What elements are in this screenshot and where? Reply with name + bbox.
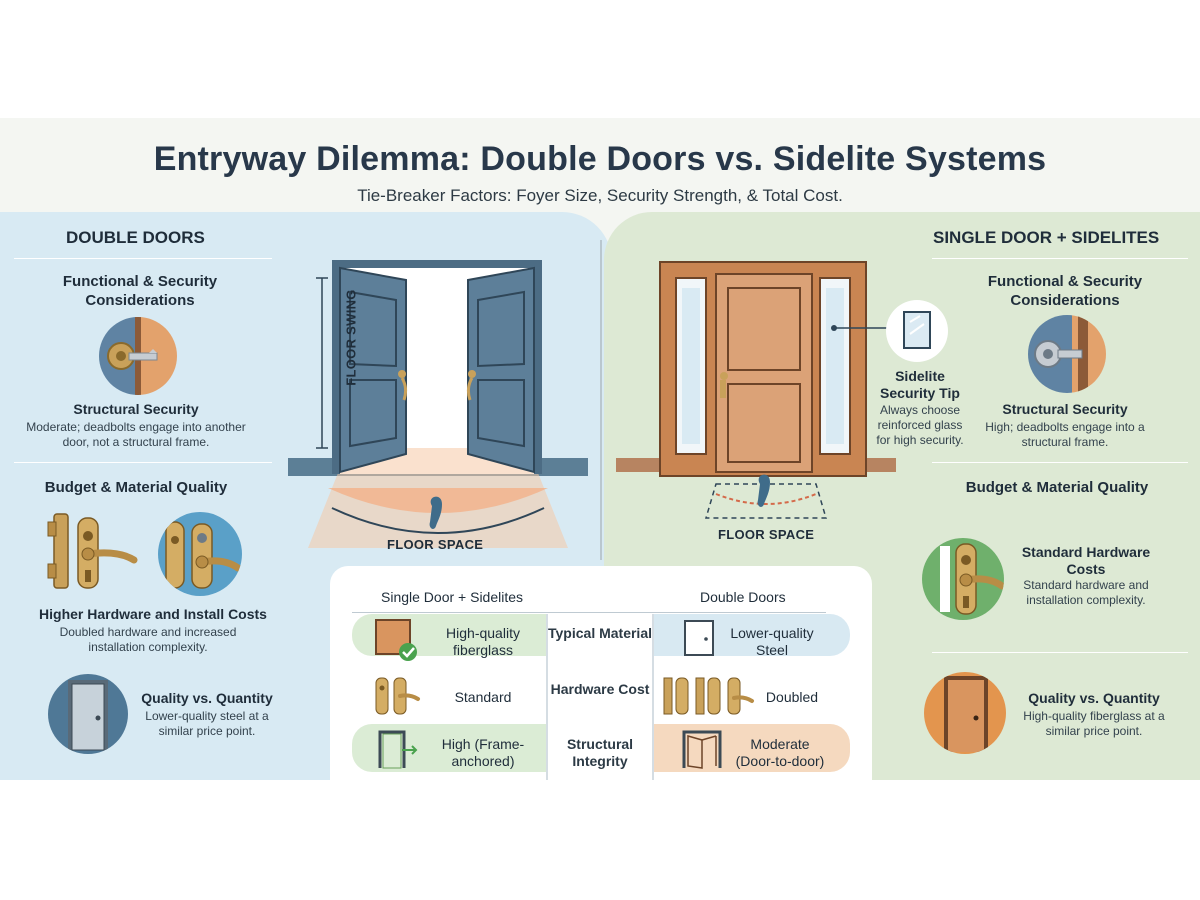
page-title: Entryway Dilemma: Double Doors vs. Sidel… [153,140,1047,178]
deadbolt-key-icon [99,317,177,395]
floor-space-label-left: FLOOR SPACE [387,537,484,552]
steel-door-icon [48,674,128,754]
divider [932,462,1188,463]
right-functional-heading: Functional & Security Considerations [987,273,1143,309]
fiberglass-door-icon [924,672,1006,754]
row1-left: High-quality fiberglass [446,625,520,658]
divider [14,258,272,259]
doubled-hardware-small-icon [660,674,756,718]
table-header-double-doors: Double Doors [700,589,786,605]
deadbolt-frame-icon [1028,315,1106,393]
left-budget-heading: Budget & Material Quality [44,479,228,496]
row1-right: Lower-quality Steel [730,625,814,658]
sidelites-heading: SINGLE DOOR + SIDELITES [933,228,1160,247]
standard-hardware-small-icon [372,674,422,718]
left-quality-title: Quality vs. Quantity [141,690,273,706]
steel-door-small-icon [682,620,716,656]
left-security-text: Moderate; deadbolts engage into another … [26,420,246,449]
glass-pane-icon [886,300,948,362]
row3-mid: Structural Integrity [566,736,634,769]
divider [932,652,1188,653]
row3-right: Moderate (Door-to-door) [735,736,825,769]
double-doors-illustration [288,258,588,558]
divider [14,462,272,463]
sidelite-tip-title: Sidelite Security Tip [880,368,960,401]
standard-hardware-icon [922,538,1004,620]
right-security-title: Structural Security [1002,401,1128,417]
left-functional-heading: Functional & Security Considerations [62,273,218,309]
right-budget-heading: Budget & Material Quality [965,479,1149,496]
page-subtitle: Tie-Breaker Factors: Foyer Size, Securit… [357,186,843,205]
center-divider [600,240,602,560]
lockset-icon [158,512,242,596]
right-security-text: High; deadbolts engage into a structural… [985,420,1145,449]
door-to-door-icon [680,728,724,770]
floor-swing-label: FLOOR SWING [343,289,359,386]
floor-space-label-right: FLOOR SPACE [718,527,815,542]
sidelites-illustration [616,258,896,528]
left-cost-title: Higher Hardware and Install Costs [39,606,267,622]
doubled-hardware-icon [40,508,140,596]
left-security-title: Structural Security [73,401,199,417]
divider [932,258,1188,259]
sidelite-tip-text: Always choose reinforced glass for high … [876,403,964,447]
double-doors-heading: DOUBLE DOORS [66,228,205,247]
row2-mid: Hardware Cost [550,681,650,697]
table-col-rule [652,614,654,780]
right-quality-title: Quality vs. Quantity [1028,690,1160,706]
right-quality-text: High-quality fiberglass at a similar pri… [1023,709,1165,738]
row3-left: High (Frame-anchored) [441,736,525,769]
left-quality-text: Lower-quality steel at a similar price p… [145,709,269,738]
table-col-rule [546,614,548,780]
row1-mid: Typical Material [548,625,653,641]
row2-left: Standard [454,689,512,705]
table-header-rule [352,612,826,613]
right-cost-text: Standard hardware and installation compl… [1023,578,1149,607]
left-cost-text: Doubled hardware and increased installat… [59,625,237,654]
right-cost-title: Standard Hardware Costs [1021,544,1151,577]
fiberglass-check-icon [374,618,418,662]
frame-anchor-icon [374,728,418,770]
row2-right: Doubled [765,689,819,705]
table-header-sidelites: Single Door + Sidelites [381,589,524,605]
